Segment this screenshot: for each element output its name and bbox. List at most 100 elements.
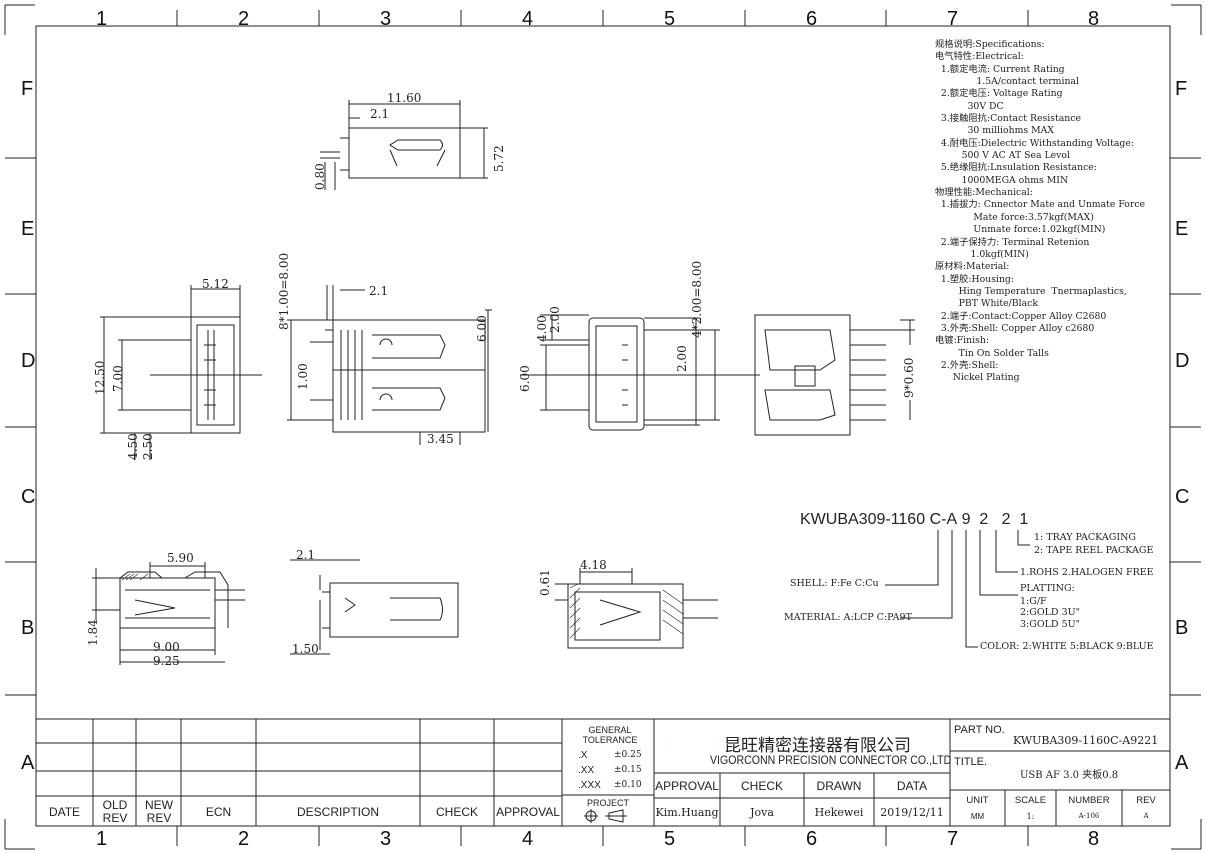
spec-line: 原材料:Material: (935, 261, 1010, 273)
shell-note: SHELL: F:Fe C:Cu (790, 578, 879, 589)
part-no-label: PART NO. (954, 724, 1005, 736)
tolerance-value: ±0.25 (614, 750, 642, 760)
spec-line: 3.外壳:Shell: Copper Alloy c2680 (935, 322, 1095, 334)
unit-label: UNIT (966, 795, 989, 806)
dim-side-h: 6.00 (475, 315, 489, 342)
part-code-char: - (941, 511, 947, 528)
spec-line: 电镀:Finish: (935, 335, 990, 347)
sign-header: DRAWN (816, 779, 862, 793)
tolerance-key: .XX (578, 765, 595, 776)
zone-col-8: 8 (1088, 8, 1100, 30)
part-code-char: 2 (979, 511, 989, 528)
part-code-char: 2 (1001, 511, 1011, 528)
dim-bot2-off: 2.1 (296, 548, 316, 562)
rev-label: REV (1136, 795, 1156, 806)
spec-line: 电气特性:Electrical: (935, 51, 1024, 63)
company-name-en: VIGORCONN PRECISION CONNECTOR CO.,LTD (710, 755, 952, 767)
zone-row-f-right: F (1175, 78, 1188, 100)
sign-header: CHECK (740, 779, 783, 793)
spec-line: 1.插拔力: Cnnector Mate and Unmate Force (935, 199, 1146, 211)
zone-row-f: F (21, 78, 34, 100)
sign-value: 2019/12/11 (880, 806, 944, 819)
zone-row-e: E (21, 218, 35, 240)
spec-line: 1000MEGA ohms MIN (935, 174, 1069, 186)
part-code: KWUBA309-1160 C-A 9 2 2 1 (800, 511, 1028, 529)
zone-col-2: 2 (238, 8, 250, 30)
title-value: USB AF 3.0 夹板0.8 (1020, 770, 1119, 781)
sign-header: APPROVAL (655, 779, 719, 793)
unit-value: MM (970, 812, 985, 821)
zone-row-d: D (21, 350, 36, 372)
plating-1: 1:G/F (1020, 596, 1047, 607)
spec-line: 1.额定电流: Current Rating (935, 63, 1065, 75)
dim-top-thick: 0.80 (313, 163, 327, 190)
spec-line: Mate force:3.57kgf(MAX) (935, 211, 1094, 223)
dim-front-b1: 4.50 (126, 433, 140, 460)
material-note: MATERIAL: A:LCP C:PA9T (784, 612, 912, 623)
zone-col-1-bottom: 1 (96, 828, 108, 850)
zone-row-b: B (21, 617, 35, 639)
dim-mid-d: 2.00 (675, 345, 689, 372)
dim-mid-a: 4.00 (535, 315, 549, 342)
header-date: DATE (48, 805, 81, 819)
zone-col-1: 1 (96, 8, 108, 30)
spec-line: 3.接触阻抗:Contact Resistance (935, 113, 1081, 125)
tolerance-value: ±0.10 (614, 780, 642, 790)
sign-value: Hekewei (814, 806, 864, 819)
part-no: KWUBA309-1160C-A9221 (1013, 734, 1159, 747)
zone-col-4: 4 (522, 8, 534, 30)
plating-title: PLATTING: (1020, 583, 1075, 594)
tolerance-key: .XXX (578, 780, 601, 791)
plating-3: 3:GOLD 5U" (1020, 619, 1080, 630)
dim-front-b2: 2.50 (141, 433, 155, 460)
specifications: 规格说明:Specifications: 电气特性:Electrical: 1.… (935, 39, 1145, 385)
spec-line: 5.绝缘阻抗:Lnsulation Resistance: (935, 162, 1097, 174)
spec-line: 4.耐电压:Dielectric Withstanding Voltage: (935, 137, 1134, 149)
dim-mid-pitch: 4*2.00=8.00 (690, 260, 704, 338)
sign-value: Jova (750, 806, 774, 819)
spec-line: 500 V AC AT Sea Levol (935, 150, 1070, 162)
color-note: COLOR: 2:WHITE 5:BLACK 9:BLUE (980, 641, 1154, 652)
spec-line: 2.额定电压: Voltage Rating (935, 88, 1063, 100)
zone-col-5-bottom: 5 (664, 828, 676, 850)
spec-line: 2.端子保持力: Terminal Retenion (935, 236, 1090, 248)
zone-row-a: A (21, 752, 35, 774)
dim-side-pitch: 8*1.00=8.00 (277, 252, 291, 330)
zone-row-b-right: B (1175, 617, 1189, 639)
spec-line: 物理性能:Mechanical: (935, 187, 1033, 199)
spec-line: 2.端子:Contact:Copper Alloy C2680 (935, 310, 1107, 322)
scale-value: 1: (1026, 812, 1035, 821)
header-description: DESCRIPTION (296, 805, 379, 819)
spec-line: 1.塑胶:Housing: (935, 273, 1015, 285)
zone-col-3-bottom: 3 (380, 828, 392, 850)
spec-line: 30V DC (935, 100, 1004, 112)
number-value: A-106 (1078, 812, 1100, 820)
tolerance-title: GENERAL TOLERANCE (582, 725, 638, 745)
header-old-rev: OLD REV (102, 798, 128, 825)
part-code-base: KWUBA309-1160 (800, 511, 926, 528)
zone-col-2-bottom: 2 (238, 828, 250, 850)
rohs-note: 1.ROHS 2.HALOGEN FREE (1020, 567, 1154, 578)
part-code-char: 9 (961, 511, 971, 528)
dim-mid-c: 6.00 (518, 365, 532, 392)
spec-line: 1.0kgf(MIN) (935, 248, 1029, 260)
projection-symbol-icon (584, 809, 627, 823)
sign-header: DATA (896, 779, 928, 793)
spec-line: Unmate force:1.02kgf(MIN) (935, 224, 1106, 236)
dim-front-width: 5.12 (202, 277, 229, 291)
dim-side-offset: 2.1 (369, 284, 389, 298)
title-label: TITLE. (954, 756, 988, 768)
dim-bot-w2: 9.25 (153, 654, 180, 668)
zone-col-3: 3 (380, 8, 392, 30)
header-approval: APPROVAL (496, 805, 560, 819)
tolerance-value: ±0.15 (614, 765, 642, 775)
scale-label: SCALE (1014, 795, 1047, 806)
company-logo-icon (669, 730, 715, 758)
header-check: CHECK (435, 805, 478, 819)
dim-bot-top: 5.90 (167, 551, 194, 565)
part-code-char: A (946, 511, 958, 528)
dim-top-width: 11.60 (387, 91, 422, 105)
zone-row-c-right: C (1175, 486, 1190, 508)
spec-line: 2.外壳:Shell: (935, 359, 999, 371)
